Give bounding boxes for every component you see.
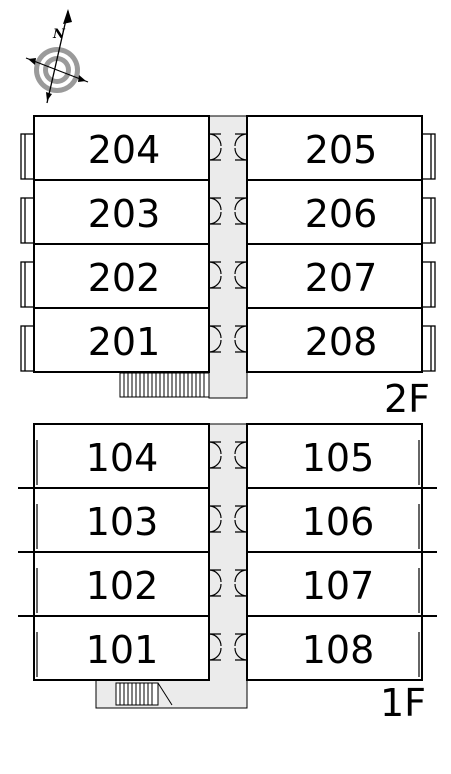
room-label: 206 (305, 192, 378, 236)
room-label: 201 (88, 320, 161, 364)
room-label: 208 (305, 320, 378, 364)
stairs-2f (119, 372, 210, 398)
room-label: 104 (86, 436, 159, 480)
floor-2f: 204 203 202 201 205 206 207 208 2F (20, 115, 436, 421)
floor-1f: 104 103 102 101 105 106 107 108 1F (18, 423, 437, 725)
room-label: 205 (305, 128, 378, 172)
corridor (208, 115, 248, 399)
room-label: 107 (302, 564, 375, 608)
room-label: 101 (86, 628, 159, 672)
room-label: 103 (86, 500, 159, 544)
compass-north-label: N (52, 27, 66, 42)
stairs-1f (115, 682, 173, 706)
room-label: 106 (302, 500, 375, 544)
room-label: 202 (88, 256, 161, 300)
room-label: 204 (88, 128, 161, 172)
room-label: 102 (86, 564, 159, 608)
floor-label-1f: 1F (380, 681, 426, 725)
north-compass-icon: N (25, 9, 89, 104)
room-label: 207 (305, 256, 378, 300)
room-label: 203 (88, 192, 161, 236)
room-label: 108 (302, 628, 375, 672)
floor-label-2f: 2F (384, 377, 430, 421)
room-label: 105 (302, 436, 375, 480)
